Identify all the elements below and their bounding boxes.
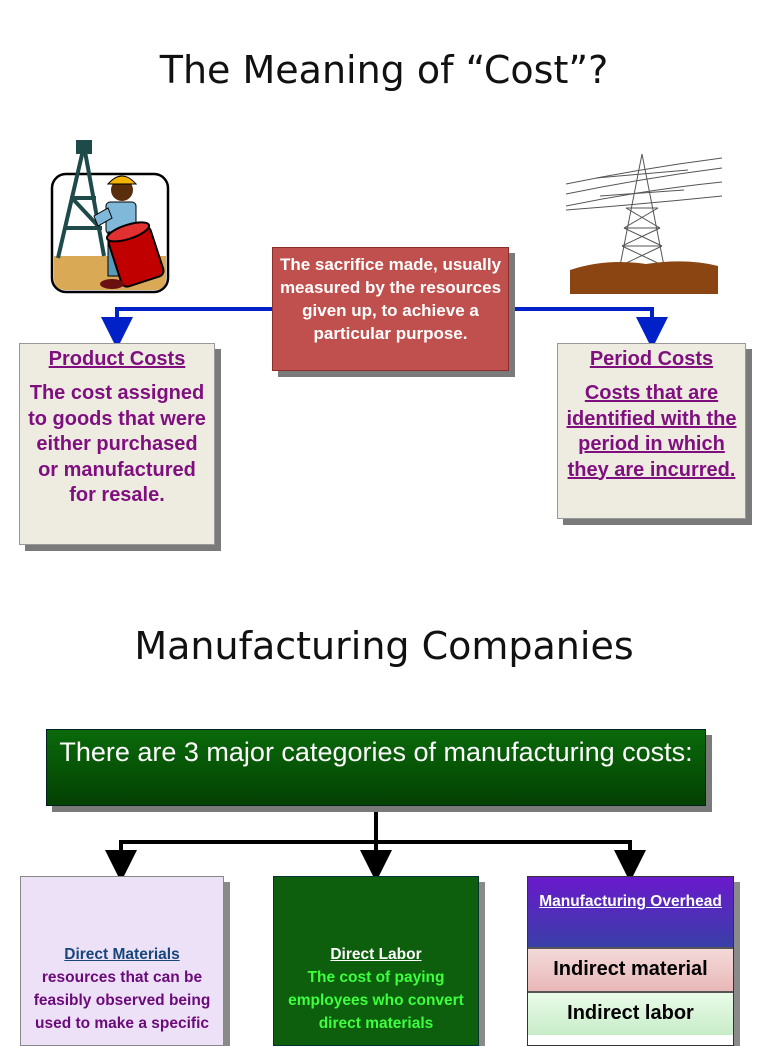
direct-labor-heading: Direct Labor <box>330 946 422 963</box>
indirect-labor-item: Indirect labor <box>528 991 733 1035</box>
categories-banner-text: There are 3 major categories of manufact… <box>59 737 693 767</box>
manufacturing-overhead-heading: Manufacturing Overhead <box>528 877 733 947</box>
slide1-title: The Meaning of “Cost”? <box>159 48 609 92</box>
cost-definition-box: The sacrifice made, usually measured by … <box>272 247 509 371</box>
direct-labor-text: The cost of paying employees who convert… <box>288 969 464 1032</box>
categories-banner: There are 3 major categories of manufact… <box>46 729 706 806</box>
direct-materials-text: resources that can be feasibly observed … <box>33 969 211 1032</box>
period-costs-text: Costs that are identified with the perio… <box>566 382 737 481</box>
definition-connector <box>101 307 668 349</box>
cost-definition-text: The sacrifice made, usually measured by … <box>279 255 502 343</box>
period-costs-heading: Period Costs <box>589 348 714 370</box>
connector-lines <box>101 307 668 882</box>
indirect-material-item: Indirect material <box>528 947 733 991</box>
oil-worker-clipart <box>50 140 170 294</box>
direct-materials-heading: Direct Materials <box>64 946 180 963</box>
direct-materials-box: Direct Materials resources that can be f… <box>20 876 224 1046</box>
product-costs-heading: Product Costs <box>48 348 186 370</box>
slide2-title: Manufacturing Companies <box>134 624 634 668</box>
categories-connector <box>105 806 646 882</box>
product-costs-text: The cost assigned to goods that were eit… <box>28 382 206 506</box>
power-tower-clipart <box>566 153 722 294</box>
direct-labor-box: Direct Labor The cost of paying employee… <box>273 876 479 1046</box>
manufacturing-overhead-box: Manufacturing Overhead Indirect material… <box>527 876 734 1046</box>
period-costs-box: Period Costs Costs that are identified w… <box>557 343 746 519</box>
product-costs-box: Product Costs The cost assigned to goods… <box>19 343 215 545</box>
